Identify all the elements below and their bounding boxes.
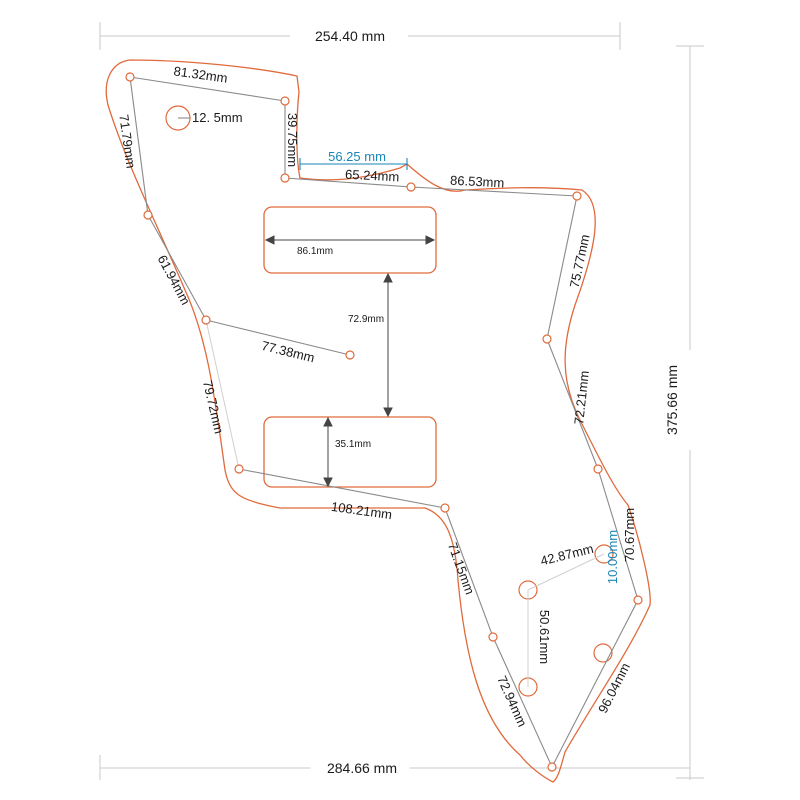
label-86-1: 86.1mm (297, 246, 333, 257)
light-measurement-lines (205, 319, 605, 687)
label-12-5: 12. 5mm (192, 110, 243, 125)
pickguard-outline (105, 59, 651, 783)
label-39-75: 39.75mm (285, 113, 300, 167)
label-70-67: 70.67mm (622, 508, 637, 562)
overall-dimension-lines (99, 22, 704, 780)
label-72-94: 72.94mm (494, 673, 530, 729)
label-61-94: 61.94mm (155, 252, 194, 307)
control-hole-1 (594, 544, 614, 564)
label-10-00: 10.00mm (605, 530, 620, 584)
label-71-79: 71.79mm (116, 113, 138, 169)
neck-pickup-cavity (263, 206, 437, 274)
bridge-pickup-cavity (263, 416, 437, 488)
label-65-24: 65.24mm (345, 167, 400, 185)
label-96-04: 96.04mm (595, 660, 633, 715)
label-77-38: 77.38mm (260, 338, 316, 366)
control-hole-3 (593, 643, 613, 663)
offset-measurement (299, 158, 408, 170)
label-50-61: 50.61mm (537, 610, 552, 664)
label-56-25: 56.25 mm (328, 149, 386, 164)
label-79-72: 79.72mm (200, 379, 227, 435)
label-108-21: 108.21mm (330, 499, 393, 522)
label-81-32: 81.32mm (173, 63, 229, 85)
screw-holes (125, 72, 643, 772)
label-72-21: 72.21mm (571, 370, 592, 425)
top-width-label: 254.40 mm (315, 28, 385, 44)
bottom-width-label: 284.66 mm (327, 760, 397, 776)
label-35-1: 35.1mm (335, 439, 371, 450)
height-label: 375.66 mm (664, 365, 680, 435)
label-42-87: 42.87mm (539, 541, 595, 569)
cavity-arrows (264, 235, 436, 488)
label-71-15: 71.15mm (445, 540, 478, 596)
label-86-53: 86.53mm (450, 173, 505, 191)
measurement-lines (129, 76, 639, 768)
label-72-9: 72.9mm (348, 314, 384, 325)
